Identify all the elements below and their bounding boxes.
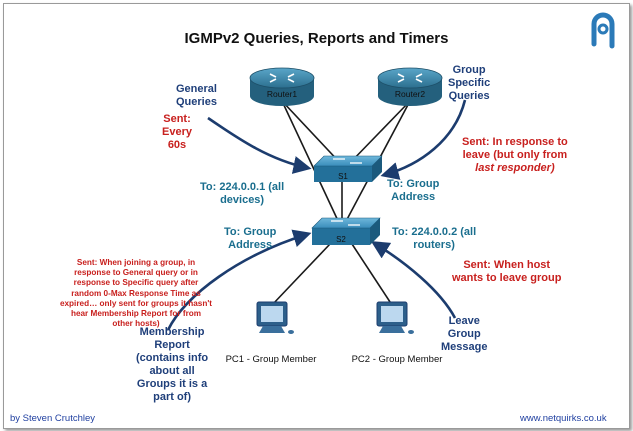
to-all-devices-label: To: 224.0.0.1 (all devices) [200,181,284,207]
router1-label: Router1 [267,89,298,99]
link-router2-s1 [346,100,411,167]
label-line: (contains info [136,352,209,364]
to-all-routers-label: To: 224.0.0.2 (all routers) [392,226,476,252]
switch-s1-icon[interactable] [313,155,383,182]
pc1-icon[interactable] [256,301,294,334]
label-line: Group [452,64,486,76]
arrow-group-specific-queries [380,99,467,180]
general-queries-label: General Queries [176,83,217,109]
label-line: random 0-Max Response Time as [71,288,201,298]
arrow-general-queries [207,116,312,174]
label-line: Queries [176,96,217,108]
label-line: Groups it is a [136,378,208,390]
pc2-label: PC2 - Group Member [351,354,443,365]
label-line: leave (but only from [462,149,568,161]
label-line: 60s [167,139,187,151]
label-line: other hosts) [112,319,160,329]
label-line: Queries [448,90,490,102]
label-line: response to General query or in [74,268,198,278]
label-line: To: 224.0.0.2 (all [392,226,477,238]
pc1-label: PC1 - Group Member [225,354,317,365]
label-line: Message [441,341,488,353]
label-line: Sent: When host [463,259,551,271]
message-arrows [166,99,467,331]
to-group-address-s1-label: To: Group Address [387,178,439,204]
sent-when-joining-label: Sent: When joining a group, in response … [48,258,224,329]
label-line: Sent: When joining a group, in [76,258,196,267]
label-line: To: Group [224,226,277,238]
sent-when-host-leaves-label: Sent: When host wants to leave group [452,259,561,285]
label-line: Specific [448,77,491,89]
label-line: last responder) [475,162,555,174]
s1-label: S1 [338,172,348,181]
label-line: General [176,83,217,95]
group-specific-queries-label: Group Specific Queries [448,64,490,103]
arrow-membership-report [166,229,312,331]
label-line: Membership [139,326,205,338]
label-line: wants to leave group [452,272,562,284]
diagram-frame [3,3,630,429]
label-line: routers) [413,239,455,251]
diagram-title: IGMPv2 Queries, Reports and Timers [184,30,449,47]
label-line: response to Specific query after [73,278,199,288]
website-link[interactable]: www.netquirks.co.uk [520,413,607,424]
label-line: hear Membership Report for from [70,309,202,319]
router1-icon[interactable] [249,67,315,106]
label-line: part of) [153,391,191,403]
sent-in-response-to-leave-label: Sent: In response to leave (but only fro… [462,136,568,175]
to-group-address-s2-label: To: Group Address [224,226,276,252]
pc2-icon[interactable] [376,301,414,334]
switch-s2-icon[interactable] [311,217,381,245]
label-line: Group [447,328,481,340]
label-line: Every [162,126,192,138]
netquirks-logo [591,12,615,49]
leave-group-message-label: Leave Group Message [441,315,487,354]
link-s2-pc1 [271,243,331,306]
label-line: To: Group [387,178,440,190]
label-line: expired… only sent for groups it hasn't [59,298,213,308]
arrow-leave-group [370,241,457,319]
label-line: Report [154,339,190,351]
sent-every-60s-label: Sent: Every 60s [162,113,192,152]
label-line: Sent: [163,113,191,125]
label-line: about all [149,365,195,377]
author-credit: by Steven Crutchley [10,413,96,424]
label-line: devices) [220,194,265,206]
link-router1-s1 [281,100,344,167]
membership-report-label: Membership Report (contains info about a… [136,326,208,404]
label-line: To: 224.0.0.1 (all [200,181,285,193]
label-line: Sent: In response to [462,136,568,148]
link-s2-pc2 [351,243,393,306]
label-line: Address [228,239,273,251]
router2-label: Router2 [395,89,426,99]
router2-icon[interactable] [377,67,443,106]
label-line: Leave [448,315,480,327]
label-line: Address [391,191,436,203]
s2-label: S2 [336,235,346,244]
